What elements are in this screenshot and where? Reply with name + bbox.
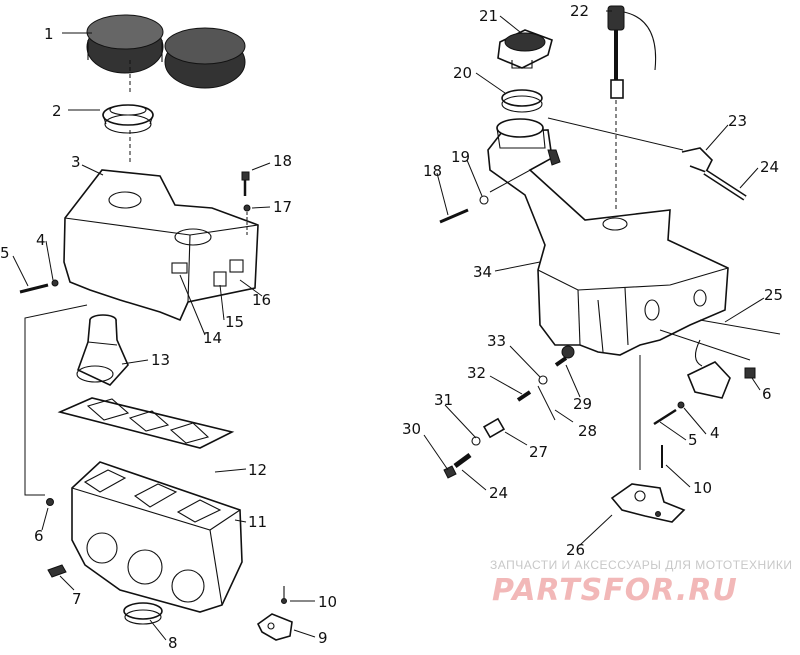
callout-8: 8 [168,634,178,651]
fuel-cap [497,29,553,69]
callout-22: 22 [570,2,589,20]
callout-24: 24 [760,158,779,176]
filter-seal [102,104,154,134]
callout-12: 12 [248,461,267,479]
airbox-base [71,461,243,613]
bolt-right [653,401,685,426]
callout-18-right: 18 [423,162,442,180]
callout-10-right: 10 [693,479,712,497]
callout-5: 5 [0,244,10,262]
callout-3: 3 [71,153,81,171]
callout-26: 26 [566,541,585,559]
intake-boot [76,314,129,386]
watermark: ЗАПЧАСТИ И АКСЕССУАРЫ ДЛЯ МОТОТЕХНИКИ PA… [490,558,792,608]
callout-5-right: 5 [688,431,698,449]
callout-6: 6 [34,527,44,545]
callout-19: 19 [451,148,470,166]
callout-32: 32 [467,364,486,382]
fuel-line-parts [443,345,575,479]
callout-24-right: 24 [489,484,508,502]
callout-27: 27 [529,443,548,461]
watermark-tagline: ЗАПЧАСТИ И АКСЕССУАРЫ ДЛЯ МОТОТЕХНИКИ [490,558,792,572]
callout-30: 30 [402,420,421,438]
tank-bracket [610,483,686,523]
callout-17: 17 [273,198,292,216]
leader-lines [12,10,765,641]
tank-bolt [439,195,489,224]
callout-4-right: 4 [710,424,720,442]
airbox-gasket [57,397,235,449]
callout-13: 13 [151,351,170,369]
callout-9: 9 [318,629,328,647]
sensor-25 [686,339,756,399]
callout-7: 7 [72,590,82,608]
callout-34: 34 [473,263,492,281]
sending-unit [607,5,657,210]
callout-6-right: 6 [762,385,772,403]
callout-31: 31 [434,391,453,409]
callout-18: 18 [273,152,292,170]
cover-screw [241,171,251,236]
callout-20: 20 [453,64,472,82]
callout-25: 25 [764,286,783,304]
watermark-logo: PARTSFOR.RU [492,573,738,608]
callout-10: 10 [318,593,337,611]
callout-4: 4 [36,231,46,249]
callout-numbers: 1 2 3 4 5 18 17 16 15 14 13 12 11 6 7 8 … [0,2,783,652]
bracket-9 [256,586,293,641]
clamp-8 [123,602,163,625]
callout-21: 21 [479,7,498,25]
air-filter-element [86,14,246,89]
screw-6-left [46,498,54,506]
callout-11: 11 [248,513,267,531]
callout-1: 1 [44,25,54,43]
callout-28: 28 [578,422,597,440]
callout-29: 29 [573,395,592,413]
callout-2: 2 [52,102,62,120]
callout-23: 23 [728,112,747,130]
bolt-left [19,279,59,294]
callout-14: 14 [203,329,222,347]
drain-valve [47,564,67,578]
airbox-cover [63,169,259,322]
vent-fitting [681,147,747,201]
callout-33: 33 [487,332,506,350]
callout-15: 15 [225,313,244,331]
callout-16: 16 [252,291,271,309]
cap-gasket [501,89,543,113]
